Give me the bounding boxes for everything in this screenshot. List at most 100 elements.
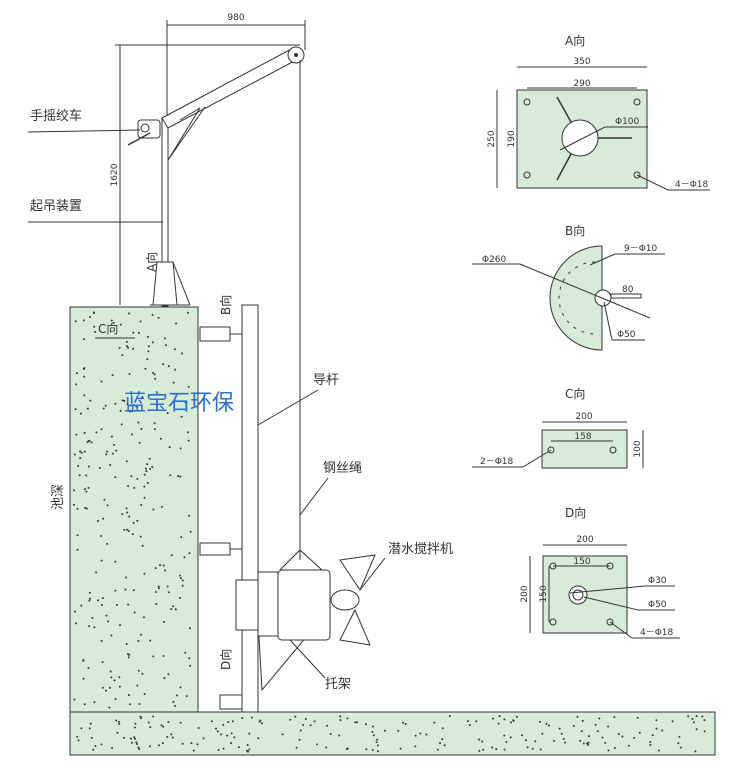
dim-980-label: 980 (227, 13, 244, 23)
speckle (93, 312, 96, 315)
speckle (376, 744, 379, 747)
speckle (180, 415, 183, 418)
speckle (169, 474, 172, 477)
speckle (78, 474, 81, 477)
speckle (144, 367, 147, 370)
speckle (138, 703, 141, 706)
speckle (79, 412, 82, 415)
speckle (95, 571, 98, 574)
view-d-h-inner: 150 (539, 585, 549, 602)
speckle (128, 312, 131, 315)
speckle (441, 738, 444, 741)
speckle (153, 428, 156, 431)
speckle (222, 723, 225, 726)
speckle (258, 720, 261, 723)
speckle (80, 451, 83, 454)
speckle (88, 439, 91, 442)
speckle (346, 717, 349, 720)
speckle (77, 739, 80, 742)
speckle (147, 345, 150, 348)
speckle (110, 435, 113, 438)
speckle (617, 733, 620, 736)
speckle (524, 739, 527, 742)
speckle (128, 410, 131, 413)
speckle (102, 517, 105, 520)
speckle (110, 319, 113, 322)
speckle (414, 734, 417, 737)
speckle (703, 730, 706, 733)
speckle (372, 734, 375, 737)
speckle (98, 466, 101, 469)
speckle (498, 715, 501, 718)
speckle (186, 311, 189, 314)
speckle (505, 741, 508, 744)
speckle (157, 585, 160, 588)
speckle (103, 498, 106, 501)
speckle (173, 348, 176, 351)
speckle (214, 727, 217, 730)
speckle (133, 737, 136, 740)
speckle (105, 614, 108, 617)
speckle (598, 717, 601, 720)
speckle (466, 720, 469, 723)
speckle (93, 325, 96, 328)
speckle (692, 721, 695, 724)
view-b-marker: B向 (218, 295, 233, 315)
speckle (188, 657, 191, 660)
speckle (497, 722, 500, 725)
speckle (143, 693, 146, 696)
speckle (678, 735, 681, 738)
speckle (85, 474, 88, 477)
view-c-w-outer: 200 (575, 412, 592, 422)
speckle (93, 626, 96, 629)
speckle (188, 627, 191, 630)
dim-1620-label: 1620 (110, 163, 120, 186)
speckle (94, 744, 97, 747)
speckle (196, 743, 199, 746)
speckle (587, 735, 590, 738)
speckle (149, 467, 152, 470)
speckle (87, 666, 90, 669)
speckle (127, 346, 130, 349)
speckle (152, 655, 155, 658)
speckle (109, 670, 112, 673)
speckle (136, 477, 139, 480)
speckle (176, 694, 179, 697)
speckle (82, 338, 85, 341)
speckle (316, 743, 319, 746)
speckle (586, 742, 589, 745)
speckle (160, 505, 163, 508)
speckle (86, 440, 89, 443)
speckle (159, 437, 162, 440)
speckle (136, 684, 139, 687)
speckle (74, 610, 77, 613)
speckle (132, 404, 135, 407)
view-a-bolts: 4－Φ18 (675, 180, 709, 190)
view-d-w-outer: 200 (576, 535, 593, 545)
speckle (298, 738, 301, 741)
speckle (164, 393, 167, 396)
speckle (163, 620, 166, 623)
view-d-title: D向 (565, 505, 586, 520)
speckle (83, 450, 86, 453)
speckle (111, 746, 114, 749)
speckle (116, 731, 119, 734)
speckle (137, 746, 140, 749)
view-a: A向 350 290 250 190 Φ100 4－Φ18 (487, 33, 710, 191)
speckle (137, 421, 140, 424)
speckle (87, 486, 90, 489)
speckle (146, 335, 149, 338)
speckle (179, 721, 182, 724)
speckle (503, 748, 506, 751)
speckle (146, 481, 149, 484)
speckle (189, 664, 192, 667)
speckle (185, 695, 188, 698)
speckle (126, 511, 129, 514)
speckle (97, 599, 100, 602)
speckle (607, 749, 610, 752)
speckle (448, 715, 451, 718)
speckle (582, 742, 585, 745)
view-c-bolts: 2－Φ18 (480, 457, 514, 467)
speckle (127, 530, 130, 533)
dimension-980: 980 (166, 13, 306, 125)
